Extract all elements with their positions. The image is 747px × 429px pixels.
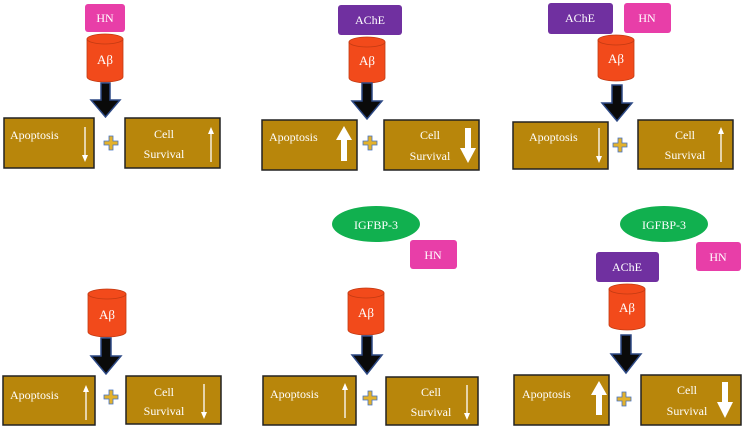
- hn-label-box: HN: [85, 4, 125, 32]
- panel-2: AChE Aβ Apoptosis Cell Survival: [261, 5, 480, 171]
- apoptosis-up-arrow-icon: [336, 126, 352, 161]
- ache-label: AChE: [355, 13, 385, 27]
- abeta-label: Aβ: [99, 307, 115, 322]
- apoptosis-box: Apoptosis: [2, 375, 96, 426]
- apoptosis-label: Apoptosis: [270, 387, 319, 401]
- cell-survival-box: Cell Survival: [124, 117, 221, 169]
- apoptosis-label: Apoptosis: [269, 130, 318, 144]
- panel-1: HN Aβ Apoptosis Cell Survival: [3, 4, 221, 169]
- plus-icon: [362, 390, 378, 406]
- abeta-label: Aβ: [619, 300, 635, 315]
- apoptosis-box: Apoptosis: [262, 375, 357, 426]
- cell-survival-box: Cell Survival: [640, 374, 742, 426]
- abeta-label: Aβ: [608, 51, 624, 66]
- apoptosis-box: Apoptosis: [261, 119, 358, 171]
- apoptosis-up-arrow-icon: [342, 383, 348, 418]
- ache-label: AChE: [612, 260, 642, 274]
- panel-3: AChE HN Aβ Apoptosis Cell Survival: [512, 3, 734, 170]
- hn-label: HN: [424, 248, 442, 262]
- hn-label: HN: [638, 11, 656, 25]
- cell-label: Cell: [154, 385, 175, 399]
- ache-label-box: AChE: [548, 3, 613, 34]
- plus-icon: [362, 135, 378, 151]
- apoptosis-box: Apoptosis: [512, 121, 609, 170]
- abeta-label: Aβ: [359, 53, 375, 68]
- igfbp3-label-ellipse: IGFBP-3: [620, 206, 708, 242]
- abeta-cylinder: Aβ: [87, 288, 127, 338]
- abeta-cylinder: Aβ: [347, 287, 385, 336]
- plus-icon: [103, 389, 119, 405]
- survival-label: Survival: [144, 147, 185, 161]
- apoptosis-label: Apoptosis: [522, 387, 571, 401]
- cell-label: Cell: [677, 383, 698, 397]
- cell-survival-box: Cell Survival: [125, 375, 222, 425]
- igfbp3-label: IGFBP-3: [642, 218, 686, 232]
- survival-up-arrow-icon: [718, 127, 724, 162]
- survival-down-arrow-icon: [464, 385, 470, 420]
- cell-label: Cell: [420, 128, 441, 142]
- abeta-cylinder: Aβ: [597, 34, 635, 82]
- igfbp3-label-ellipse: IGFBP-3: [332, 206, 420, 242]
- apoptosis-box: Apoptosis: [3, 117, 95, 169]
- survival-down-arrow-icon: [717, 382, 733, 418]
- cell-label: Cell: [421, 385, 442, 399]
- cell-label: Cell: [154, 127, 175, 141]
- survival-label: Survival: [410, 149, 451, 163]
- apoptosis-up-arrow-icon: [591, 381, 607, 415]
- hn-label: HN: [709, 250, 727, 264]
- plus-icon: [616, 391, 632, 407]
- apoptosis-down-arrow-icon: [596, 128, 602, 163]
- hn-label-box: HN: [696, 242, 741, 271]
- plus-icon: [612, 137, 628, 153]
- down-arrow-icon: [350, 82, 384, 121]
- down-arrow-icon: [609, 334, 643, 375]
- abeta-label: Aβ: [358, 305, 374, 320]
- panel-4: Aβ Apoptosis Cell Survival: [2, 288, 222, 426]
- hn-label-box: HN: [410, 240, 457, 269]
- survival-label: Survival: [411, 405, 452, 419]
- apoptosis-box: Apoptosis: [513, 374, 610, 426]
- survival-label: Survival: [667, 404, 708, 418]
- apoptosis-label: Apoptosis: [10, 128, 59, 142]
- abeta-label: Aβ: [97, 52, 113, 67]
- survival-label: Survival: [665, 148, 706, 162]
- cell-survival-box: Cell Survival: [637, 119, 734, 170]
- abeta-cylinder: Aβ: [348, 36, 386, 84]
- panel-5: IGFBP-3 HN Aβ Apoptosis Cell Survival: [262, 206, 479, 426]
- cell-label: Cell: [675, 128, 696, 142]
- hn-label: HN: [96, 11, 114, 25]
- ache-label-box: AChE: [338, 5, 402, 35]
- ache-label: AChE: [565, 11, 595, 25]
- survival-down-arrow-icon: [201, 384, 207, 419]
- abeta-cylinder: Aβ: [608, 283, 646, 331]
- survival-label: Survival: [144, 404, 185, 418]
- panel-6: IGFBP-3 AChE HN Aβ Apoptosis Cell Surviv…: [513, 206, 742, 426]
- down-arrow-icon: [600, 84, 634, 123]
- survival-down-arrow-icon: [460, 128, 476, 163]
- down-arrow-icon: [89, 337, 123, 376]
- apoptosis-label: Apoptosis: [10, 388, 59, 402]
- ache-label-box: AChE: [596, 252, 659, 282]
- cell-survival-box: Cell Survival: [383, 119, 480, 171]
- hn-label-box: HN: [624, 3, 671, 33]
- abeta-cylinder: Aβ: [86, 33, 124, 83]
- igfbp3-label: IGFBP-3: [354, 218, 398, 232]
- cell-survival-box: Cell Survival: [385, 376, 479, 426]
- apoptosis-label: Apoptosis: [529, 130, 578, 144]
- down-arrow-icon: [350, 335, 384, 376]
- apoptosis-down-arrow-icon: [82, 127, 88, 162]
- survival-up-arrow-icon: [208, 127, 214, 162]
- apoptosis-up-arrow-icon: [83, 385, 89, 420]
- plus-icon: [103, 135, 119, 151]
- down-arrow-icon: [89, 82, 122, 119]
